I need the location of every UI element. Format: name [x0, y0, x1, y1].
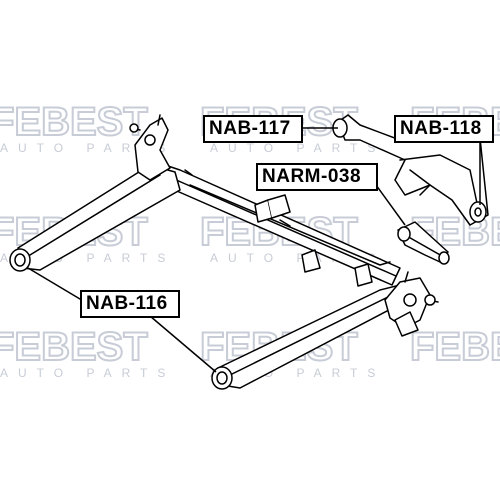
watermark-subtext: AUTO PARTS [210, 141, 385, 155]
lateral-link-bushing [397, 226, 411, 242]
lateral-link-bushing [438, 251, 450, 265]
label-nab-116[interactable]: NAB-116 [80, 290, 180, 318]
upper-arm-rear-bushing [469, 201, 487, 223]
watermark-brand: FEBEST [410, 325, 500, 369]
right-hub-cap [424, 294, 436, 306]
right-trailing-arm-edge [229, 294, 393, 376]
beam-bracket-3 [301, 249, 321, 273]
leader-narm-038 [375, 184, 406, 226]
left-hub [134, 117, 171, 181]
left-hub-bolt [144, 134, 156, 146]
rear-axle-drawing [9, 114, 489, 390]
upper-control-arm-rib [409, 169, 431, 196]
right-bushing [211, 366, 233, 390]
label-narm-038[interactable]: NARM-038 [256, 163, 378, 191]
beam-bracket-4 [354, 263, 373, 287]
leader-nab-116-lower [149, 315, 217, 373]
right-hub-lower [394, 311, 419, 337]
lateral-link-edge [404, 234, 443, 257]
left-trailing-arm-edge [29, 174, 161, 256]
watermark-brand: FEBEST [0, 325, 148, 369]
beam-stud [184, 169, 291, 227]
label-nab-118[interactable]: NAB-118 [394, 115, 494, 143]
watermark-subtext: AUTO PARTS [0, 366, 175, 380]
right-hub-bolt [403, 293, 417, 307]
beam-bracket-2 [267, 194, 291, 219]
left-hub-cap [129, 123, 139, 133]
watermark-subtext: AUTO PARTS [0, 141, 175, 155]
label-nab-117[interactable]: NAB-117 [203, 115, 303, 143]
watermark-brand: FEBEST [0, 100, 148, 144]
torsion-beam-edge [189, 184, 391, 266]
upper-control-arm-edge [399, 154, 479, 209]
leader-lines [27, 127, 481, 373]
torsion-beam-edge [157, 171, 397, 277]
left-bushing [9, 248, 31, 272]
leader-nab-116-upper [27, 267, 86, 303]
